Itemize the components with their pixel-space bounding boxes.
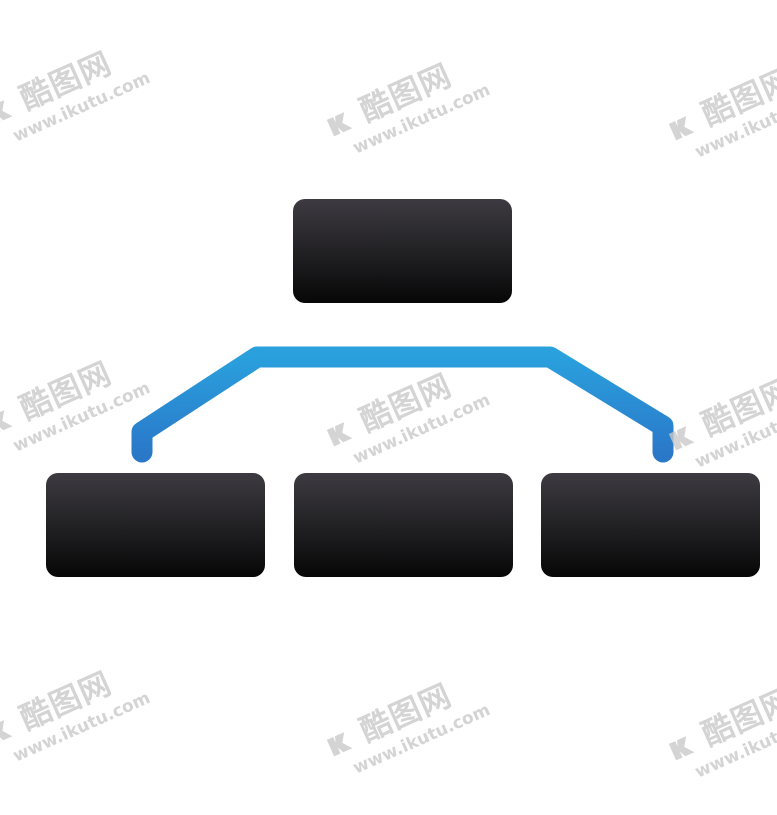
child-node-center: [294, 473, 513, 577]
root-node: [293, 199, 512, 303]
child-node-right: [541, 473, 760, 577]
child-node-left: [46, 473, 265, 577]
diagram-nodes: [46, 199, 760, 577]
connector-lines: [131, 314, 674, 463]
